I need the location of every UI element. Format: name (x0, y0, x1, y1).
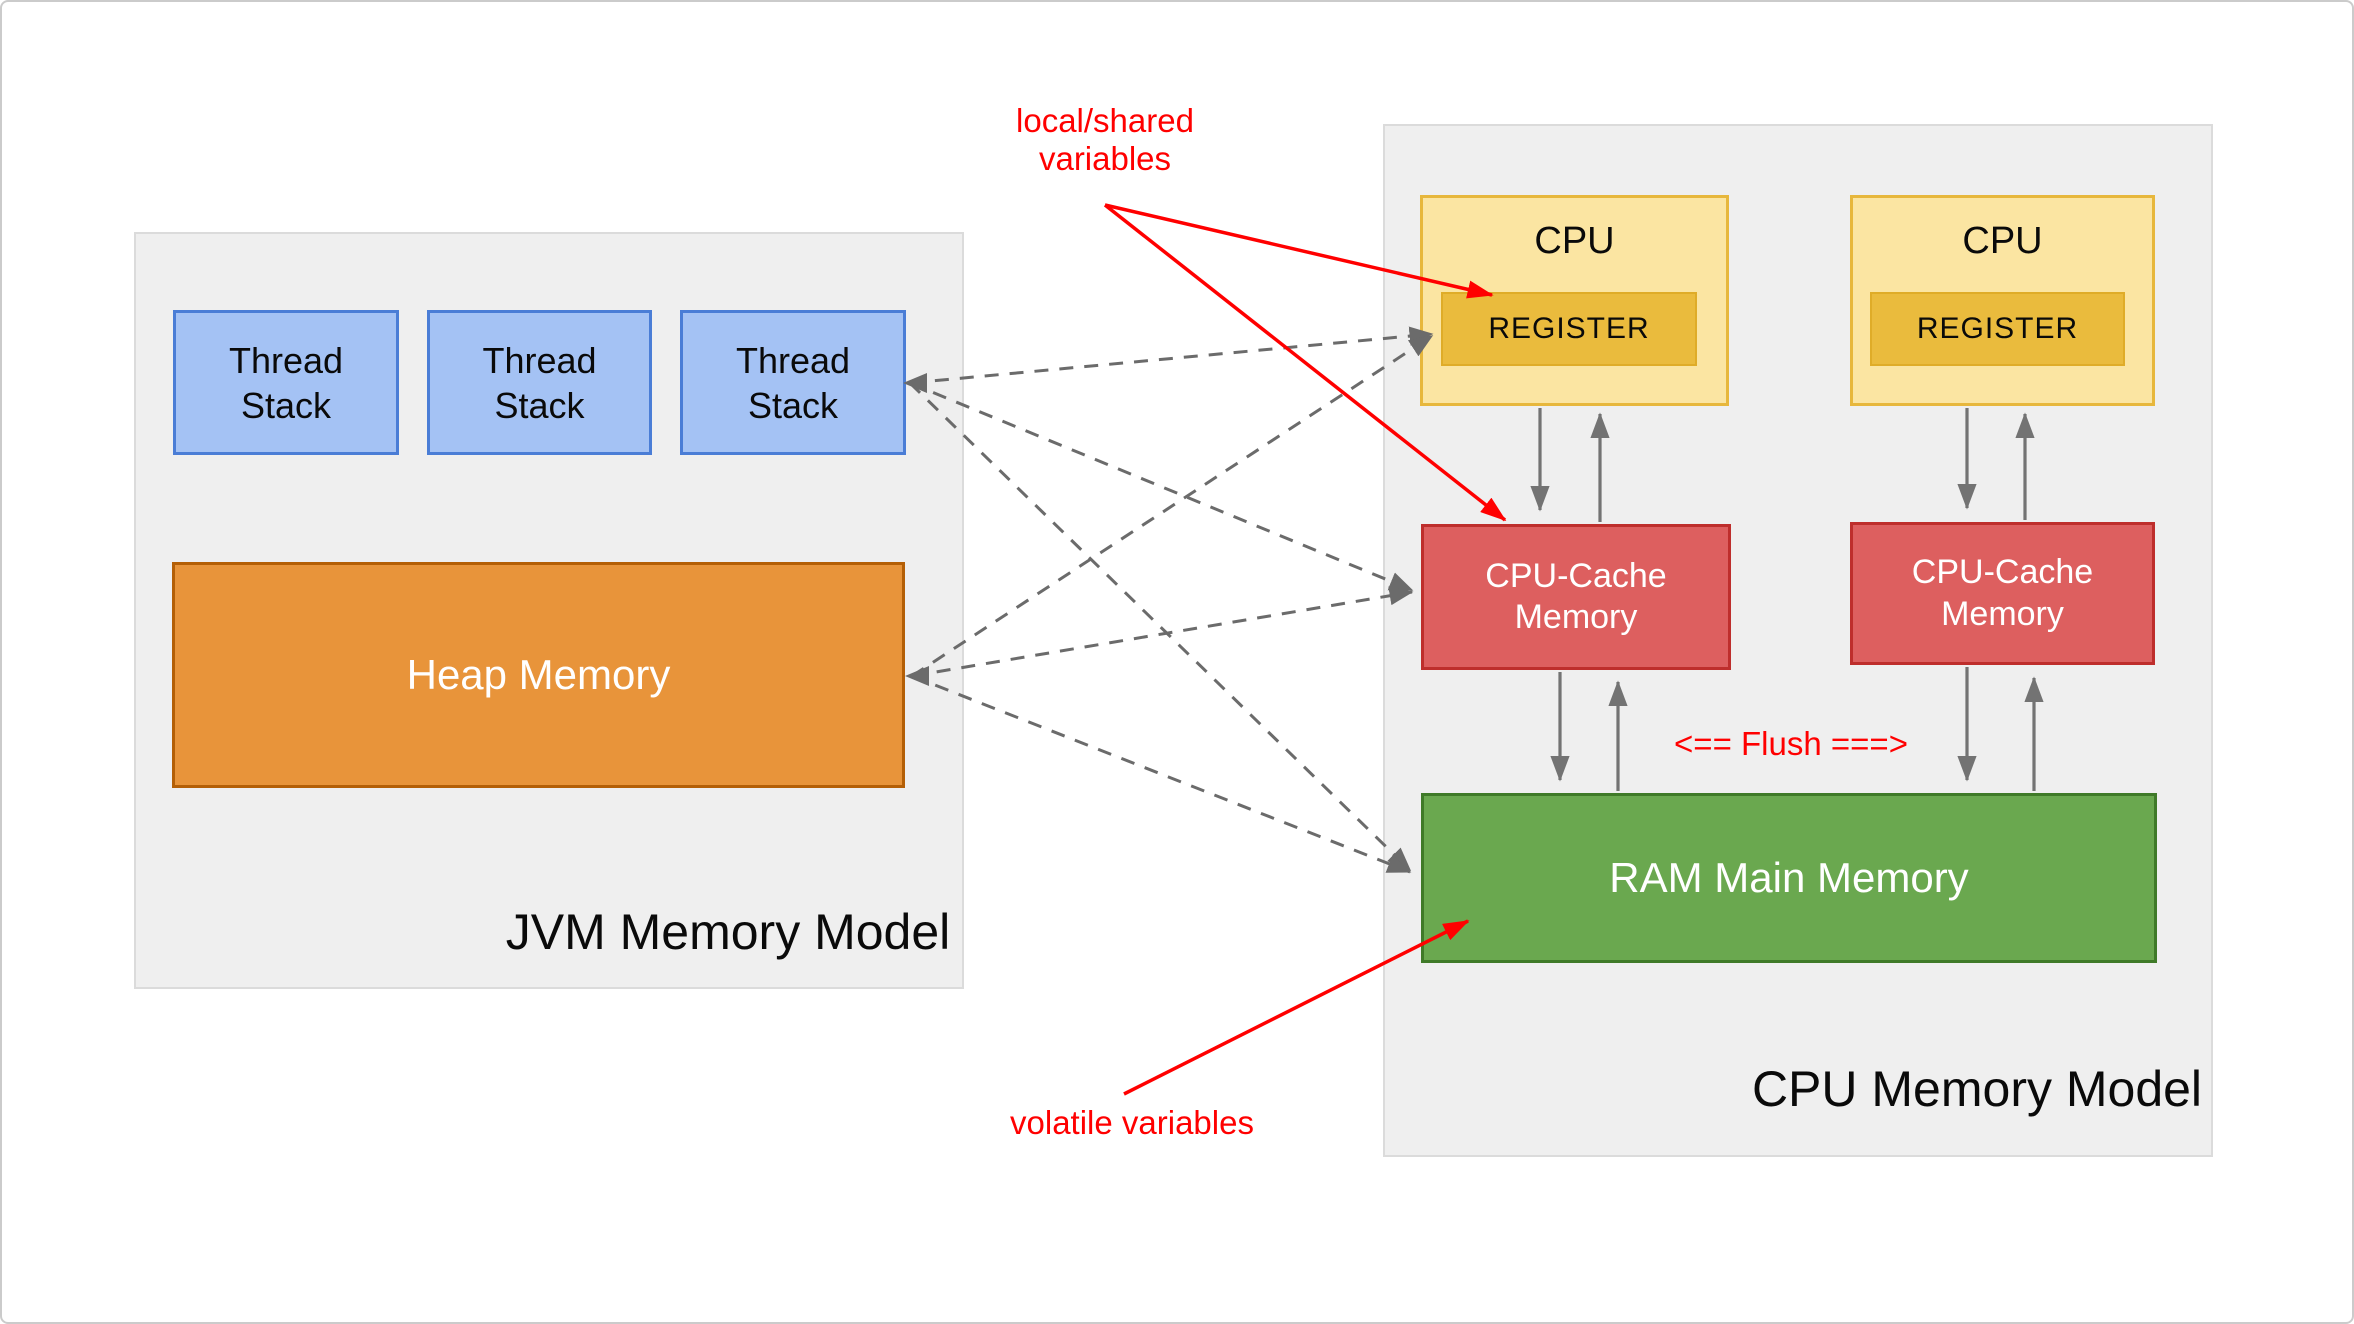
heap-memory-box: Heap Memory (172, 562, 905, 788)
dashed-arrow-thread-to-ram (908, 381, 1412, 872)
thread-stack-box-2: Thread Stack (427, 310, 652, 455)
dashed-arrow-thread-to-cache (909, 381, 1414, 592)
thread-stack-box-1: Thread Stack (173, 310, 399, 455)
local-shared-line2: variables (1038, 139, 1172, 177)
volatile-variables-annotation: volatile variables (1010, 1104, 1254, 1142)
cpu-cache-box-2: CPU-Cache Memory (1850, 522, 2155, 665)
dashed-arrow-heap-to-ram (911, 674, 1412, 874)
ram-main-memory-label: RAM Main Memory (1609, 854, 1969, 901)
jvm-panel-title: JVM Memory Model (505, 904, 951, 960)
local-shared-variables-annotation: local/shared variables (1016, 102, 1194, 177)
thread-stack-label-2: Thread Stack (482, 339, 597, 426)
dashed-arrow-thread-to-register (909, 326, 1434, 385)
register-box-1: REGISTER (1441, 292, 1697, 366)
flush-annotation: <== Flush ===> (1674, 725, 1908, 762)
cpu-cache-label-2: CPU-Cache Memory (1911, 553, 2094, 633)
dashed-arrow-heap-to-register (911, 334, 1434, 678)
heap-memory-label: Heap Memory (406, 651, 671, 698)
thread-stack-box-3: Thread Stack (680, 310, 906, 455)
register-label-1: REGISTER (1488, 312, 1650, 345)
ram-main-memory-box: RAM Main Memory (1421, 793, 2157, 963)
register-label-2: REGISTER (1916, 312, 2079, 345)
cpu-label-1: CPU (1534, 220, 1615, 262)
cpu-panel-title: CPU Memory Model (1751, 1061, 2203, 1117)
cpu-cache-label-1: CPU-Cache Memory (1485, 556, 1667, 636)
cpu-cache-box-1: CPU-Cache Memory (1421, 524, 1731, 670)
dashed-arrow-heap-to-cache (911, 586, 1414, 678)
register-box-2: REGISTER (1870, 292, 2125, 366)
cpu-label-2: CPU (1962, 220, 2043, 262)
thread-stack-label-3: Thread Stack (735, 339, 851, 426)
thread-stack-label-1: Thread Stack (228, 339, 344, 426)
local-shared-line1: local/shared (1016, 102, 1194, 139)
